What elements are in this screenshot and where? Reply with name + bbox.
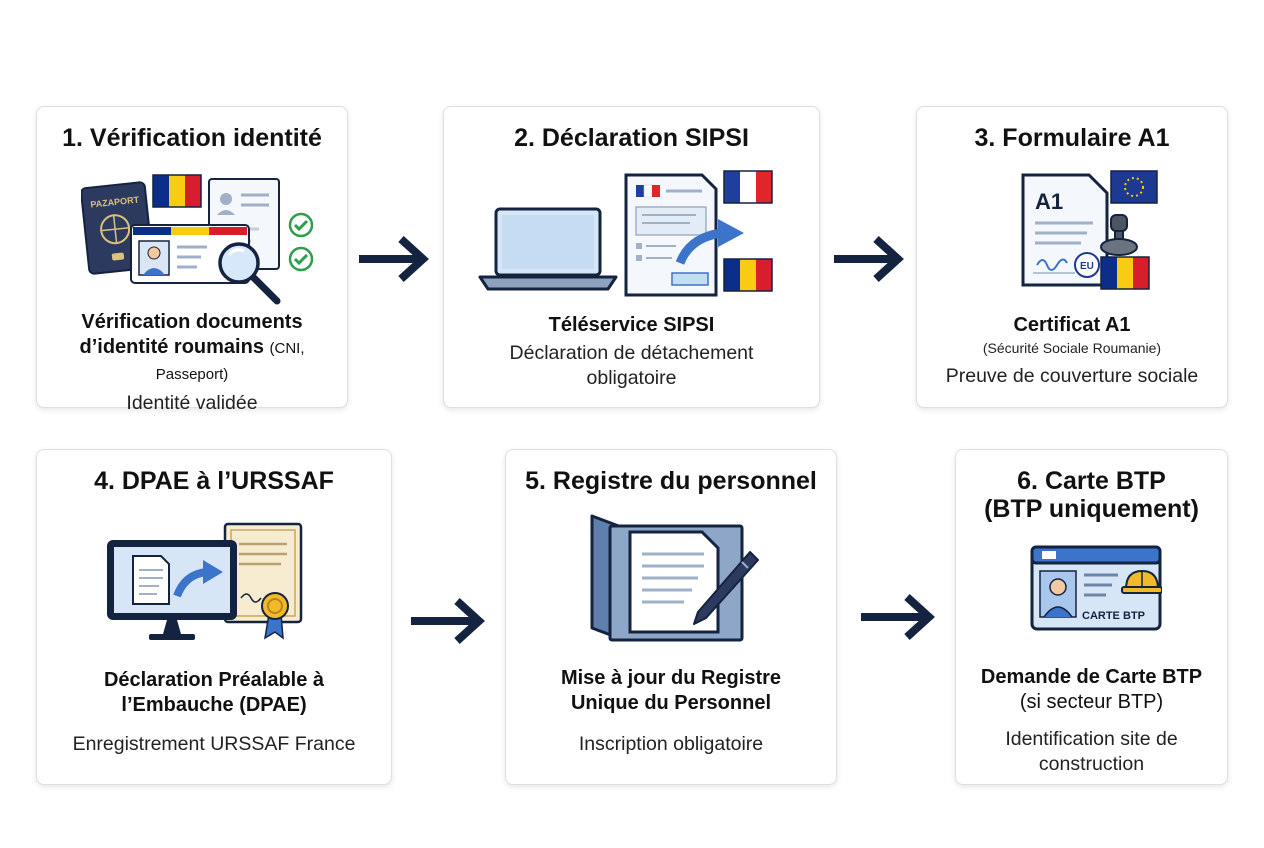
magnifier-icon bbox=[218, 242, 281, 305]
stamp-label: EU bbox=[1080, 261, 1094, 272]
identity-documents-illustration: PAZAPORT bbox=[81, 174, 314, 305]
step-text: Vérification documents d’identité roumai… bbox=[43, 310, 341, 416]
step-subtitle: Vérification documents bbox=[81, 311, 303, 333]
step-description: Identification site de bbox=[1005, 728, 1178, 750]
step-subtitle: Déclaration Préalable à bbox=[103, 669, 325, 691]
arrow-right-icon bbox=[359, 236, 429, 282]
step-note: (Sécurité Sociale Roumanie) bbox=[982, 340, 1162, 356]
step-title: (BTP uniquement) bbox=[984, 495, 1199, 523]
document-icon bbox=[132, 555, 170, 605]
step-subtitle: Unique du Personnel bbox=[570, 692, 772, 714]
dpae-illustration bbox=[107, 522, 303, 640]
step-subtitle: (si secteur BTP) bbox=[1019, 691, 1164, 713]
step-text: Mise à jour du Registre Unique du Person… bbox=[512, 666, 830, 757]
step-title: 1. Vérification identité bbox=[62, 124, 322, 152]
check-icon bbox=[288, 212, 314, 238]
check-icon bbox=[288, 246, 314, 272]
pen-icon bbox=[693, 551, 759, 625]
monitor-icon bbox=[107, 540, 237, 640]
step-card-6: 6. Carte BTP (BTP uniquement) CARTE BTP … bbox=[955, 449, 1228, 785]
step-text: Demande de Carte BTP (si secteur BTP) Id… bbox=[962, 665, 1221, 777]
send-arrow-icon bbox=[173, 560, 223, 598]
step-note: (CNI, Passeport) bbox=[155, 340, 305, 383]
step-text: Téléservice SIPSI Déclaration de détache… bbox=[450, 313, 813, 391]
step-subtitle: Mise à jour du Registre bbox=[560, 667, 782, 689]
send-arrow-icon bbox=[675, 219, 744, 265]
step-text: Certificat A1 (Sécurité Sociale Roumanie… bbox=[923, 313, 1221, 389]
step-description: obligatoire bbox=[586, 367, 677, 389]
step-subtitle: Demande de Carte BTP bbox=[980, 666, 1203, 688]
hard-hat-icon bbox=[1121, 569, 1162, 594]
romania-flag-icon bbox=[723, 258, 773, 292]
step-description: Enregistrement URSSAF France bbox=[72, 733, 356, 755]
step-description: Identité validée bbox=[126, 392, 258, 414]
btp-card-illustration: CARTE BTP bbox=[1030, 545, 1162, 631]
seal-ribbon-icon bbox=[261, 592, 289, 640]
eu-flag-icon bbox=[1110, 170, 1158, 204]
step-title: 3. Formulaire A1 bbox=[974, 124, 1170, 152]
france-flag-icon bbox=[723, 170, 773, 204]
arrow-right-icon bbox=[834, 236, 904, 282]
step-subtitle: Certificat A1 bbox=[1013, 314, 1131, 336]
step-title: 6. Carte BTP bbox=[1017, 467, 1166, 495]
arrow-right-icon bbox=[861, 594, 935, 640]
step-subtitle: d’identité roumains bbox=[79, 336, 264, 358]
step-description: Inscription obligatoire bbox=[578, 733, 764, 755]
step-text: Déclaration Préalable à l’Embauche (DPAE… bbox=[43, 668, 385, 757]
stamp-icon: EU bbox=[1074, 214, 1138, 278]
sipsi-declaration-illustration bbox=[478, 170, 773, 297]
step-title: 5. Registre du personnel bbox=[525, 467, 817, 495]
romania-flag-icon bbox=[152, 174, 202, 208]
laptop-icon bbox=[478, 207, 618, 291]
btp-id-card-icon: CARTE BTP bbox=[1030, 545, 1162, 631]
step-card-4: 4. DPAE à l’URSSAF bbox=[36, 449, 392, 785]
step-title: 2. Déclaration SIPSI bbox=[514, 124, 749, 152]
step-description: construction bbox=[1038, 753, 1145, 775]
staff-register-illustration bbox=[590, 514, 759, 642]
romania-flag-icon bbox=[1100, 256, 1150, 290]
step-description: Déclaration de détachement bbox=[509, 342, 754, 364]
step-subtitle: Téléservice SIPSI bbox=[548, 314, 715, 336]
a1-form-illustration: A1 EU bbox=[1021, 170, 1158, 290]
step-card-2: 2. Déclaration SIPSI bbox=[443, 106, 820, 408]
arrow-right-icon bbox=[411, 598, 485, 644]
a1-doc-label: A1 bbox=[1035, 189, 1063, 214]
document-icon bbox=[624, 173, 718, 297]
step-card-3: 3. Formulaire A1 A1 EU bbox=[916, 106, 1228, 408]
btp-card-label: CARTE BTP bbox=[1082, 610, 1145, 622]
step-card-5: 5. Registre du personnel Mise à jour du … bbox=[505, 449, 837, 785]
step-card-1: 1. Vérification identité PAZAPORT bbox=[36, 106, 348, 414]
step-subtitle: l’Embauche (DPAE) bbox=[121, 694, 307, 716]
step-description: Preuve de couverture sociale bbox=[945, 365, 1199, 387]
step-title: 4. DPAE à l’URSSAF bbox=[94, 467, 334, 495]
